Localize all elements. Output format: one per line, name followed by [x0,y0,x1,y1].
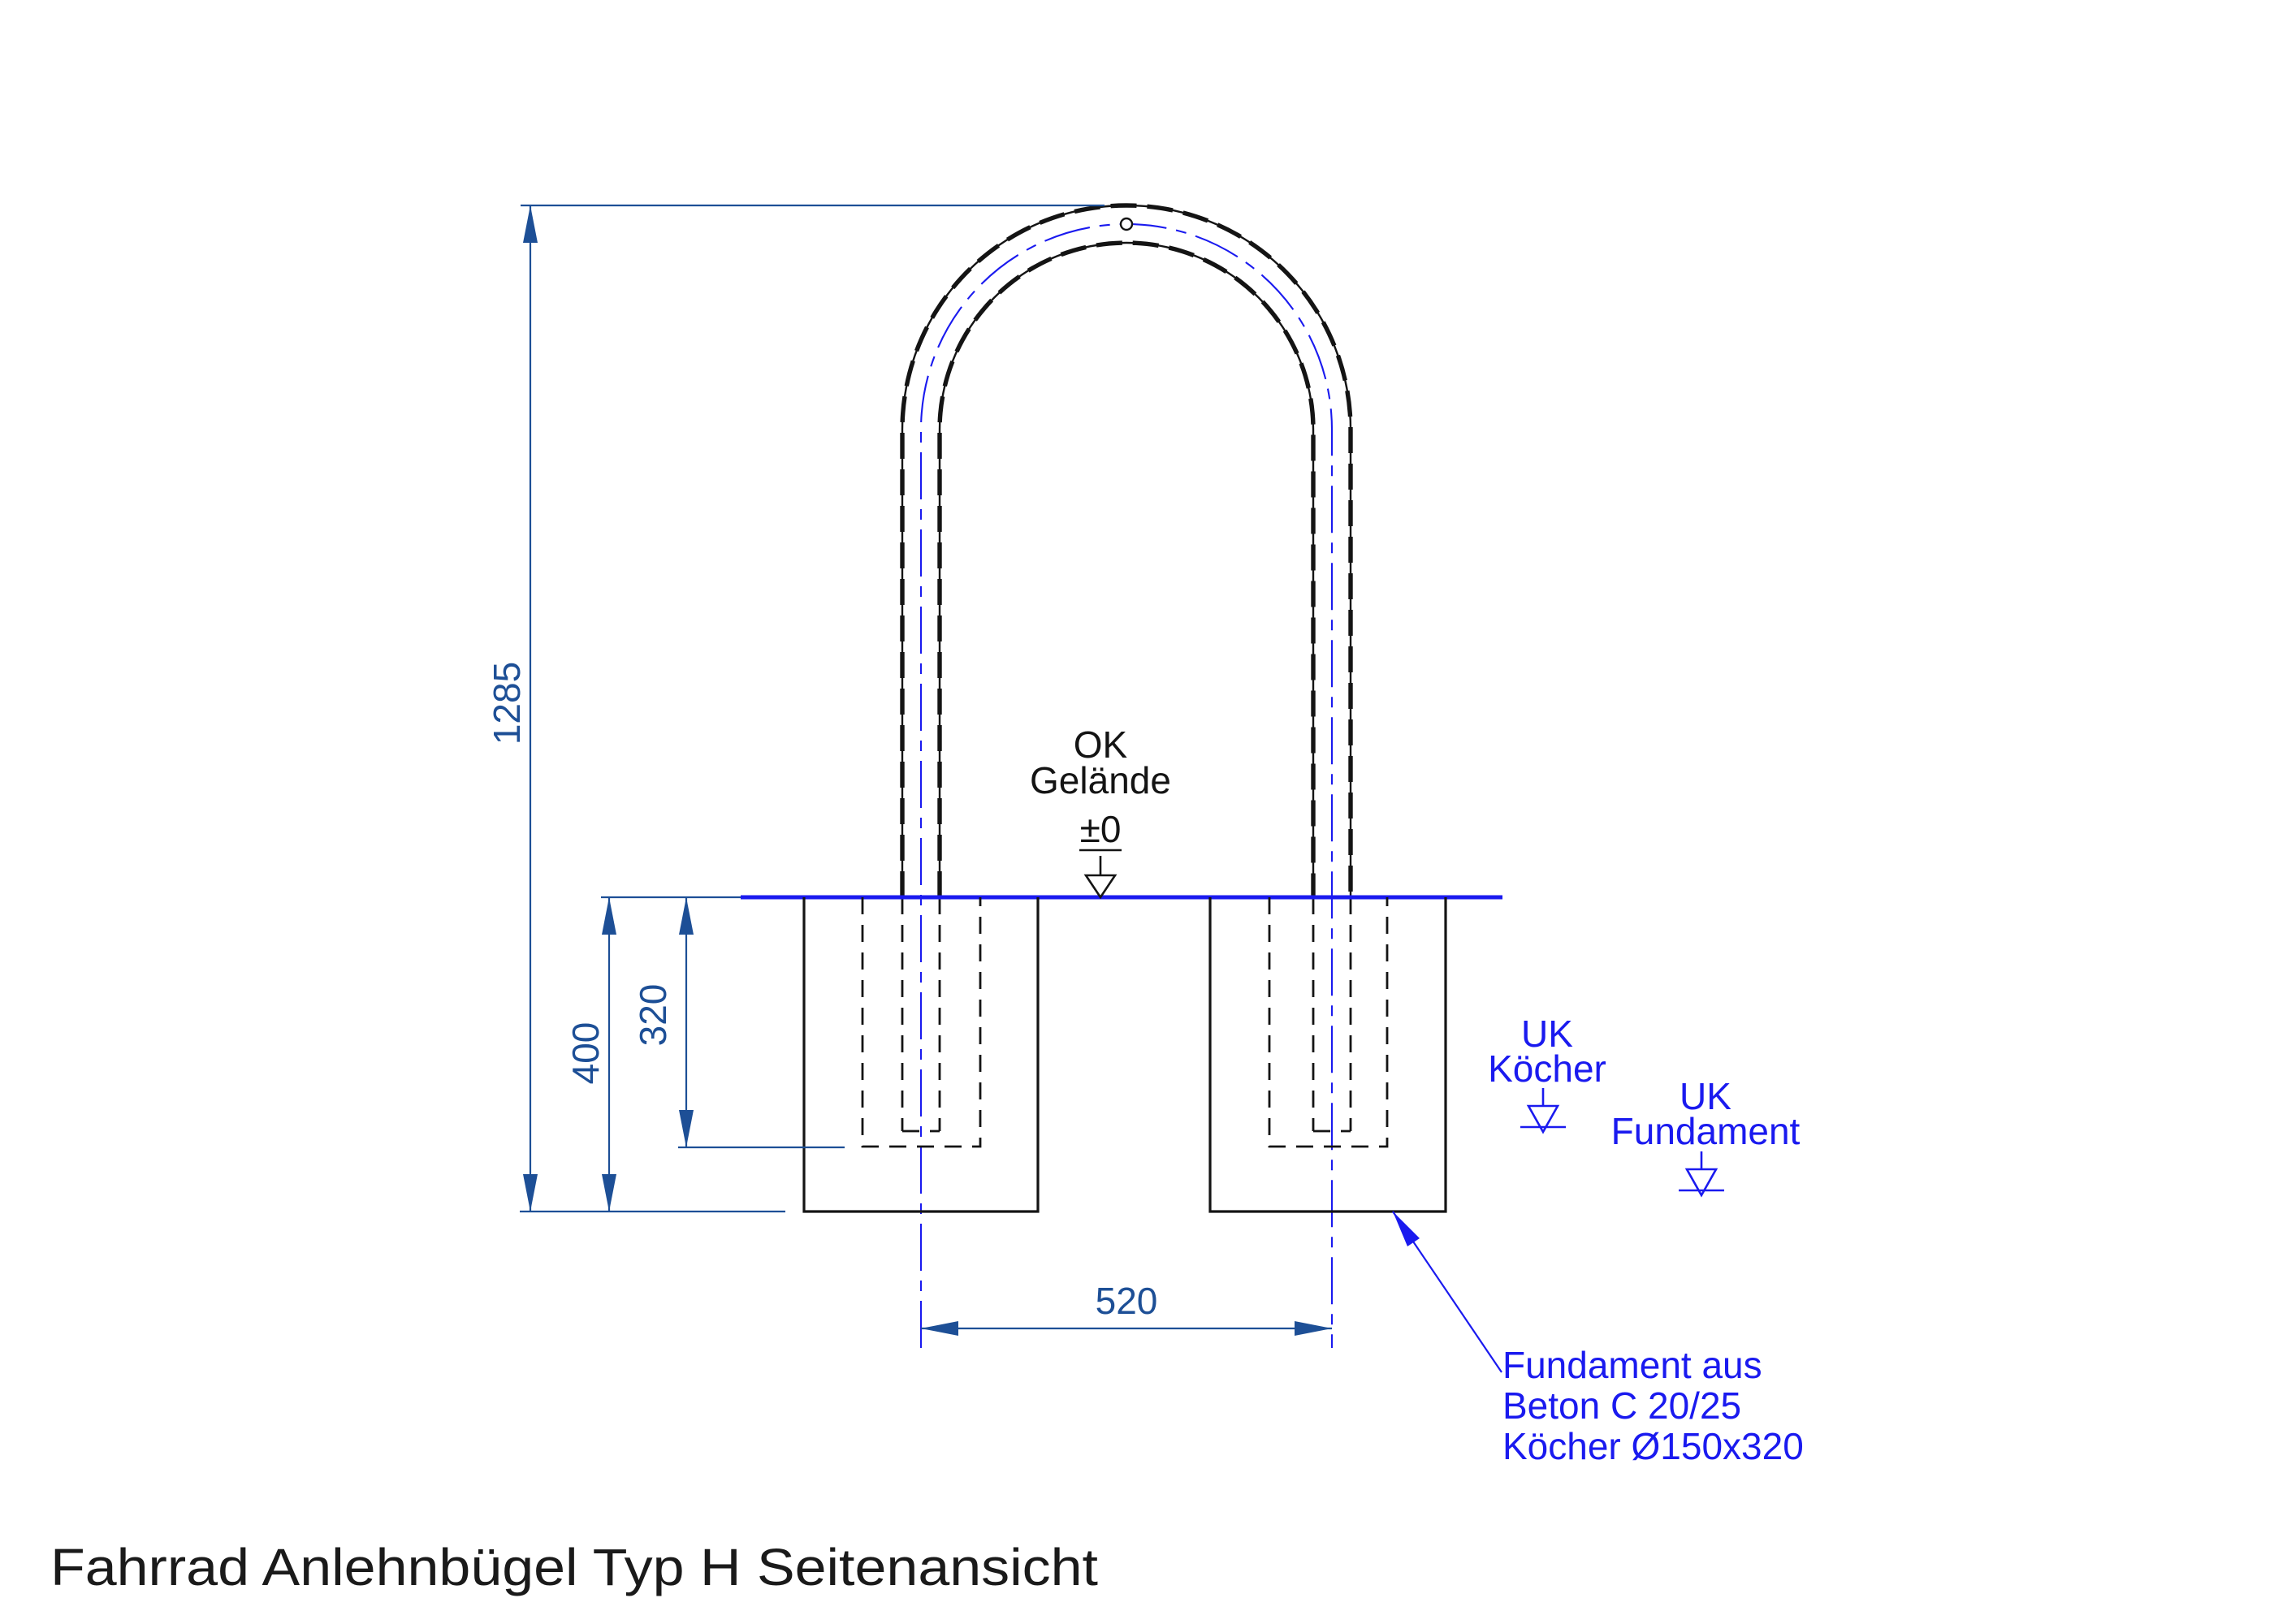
dim-1285-value: 1285 [486,662,528,745]
uk-koecher-line2: Köcher [1488,1047,1606,1090]
right-foundation-outline [1208,897,1447,1213]
dim-520-value: 520 [1096,1280,1158,1322]
ground-level-label: OK Gelände ±0 [1030,723,1171,900]
dimension-foundation-depth: 400 [564,897,616,1212]
left-foundation-outline [802,897,1040,1213]
dimension-sleeve-depth: 320 [632,897,845,1149]
uk-fundament-label: UK Fundament [1611,1075,1801,1198]
foundation-note-line1: Fundament aus [1502,1344,1762,1386]
uk-koecher-line1: UK [1521,1013,1573,1055]
uk-koecher-label: UK Köcher [1488,1013,1606,1134]
hoop-tube [900,203,1353,1348]
uk-fundament-line1: UK [1680,1075,1731,1117]
ok-gelaende-line1: OK [1074,723,1128,766]
dim-400-arrow-up [602,897,616,935]
foundation-note: Fundament aus Beton C 20/25 Köcher Ø150x… [1392,1211,1804,1467]
dimension-post-spacing: 520 [921,1280,1332,1336]
dim-1285-arrow-down [523,1174,538,1212]
foundation-note-line3: Köcher Ø150x320 [1502,1425,1804,1467]
tube-left-leg-hidden [901,897,941,1133]
dim-520-arrow-left [921,1321,958,1336]
dim-320-arrow-up [679,897,694,935]
uk-fundament-line2: Fundament [1611,1110,1801,1152]
drawing-title: Fahrrad Anlehnbügel Typ H Seitenansicht [50,1538,1098,1596]
dim-520-arrow-right [1295,1321,1332,1336]
apex-point-marker [1119,217,1134,231]
tube-outer-contour-dash [900,203,1353,897]
foundation-note-line2: Beton C 20/25 [1502,1384,1741,1427]
tube-inner-contour-dash [937,240,1316,897]
ok-gelaende-line2: Gelände [1030,759,1171,801]
dim-320-arrow-down [679,1110,694,1147]
ok-gelaende-level: ±0 [1080,808,1122,850]
dim-400-value: 400 [564,1022,607,1085]
foundations [802,897,1447,1213]
foundation-note-leader-arrow [1393,1212,1420,1246]
right-sleeve-outline [1268,897,1389,1148]
dim-400-arrow-down [602,1174,616,1212]
dimension-total-height: 1285 [486,204,1105,1213]
uk-fundament-level-icon [1684,1168,1718,1198]
ground-level-marker-icon [1083,874,1118,900]
tube-right-leg-hidden [1312,897,1352,1133]
dim-1285-arrow-up [523,205,538,243]
uk-koecher-level-icon [1526,1104,1560,1134]
dim-320-value: 320 [632,984,674,1047]
left-sleeve-outline [861,897,982,1148]
